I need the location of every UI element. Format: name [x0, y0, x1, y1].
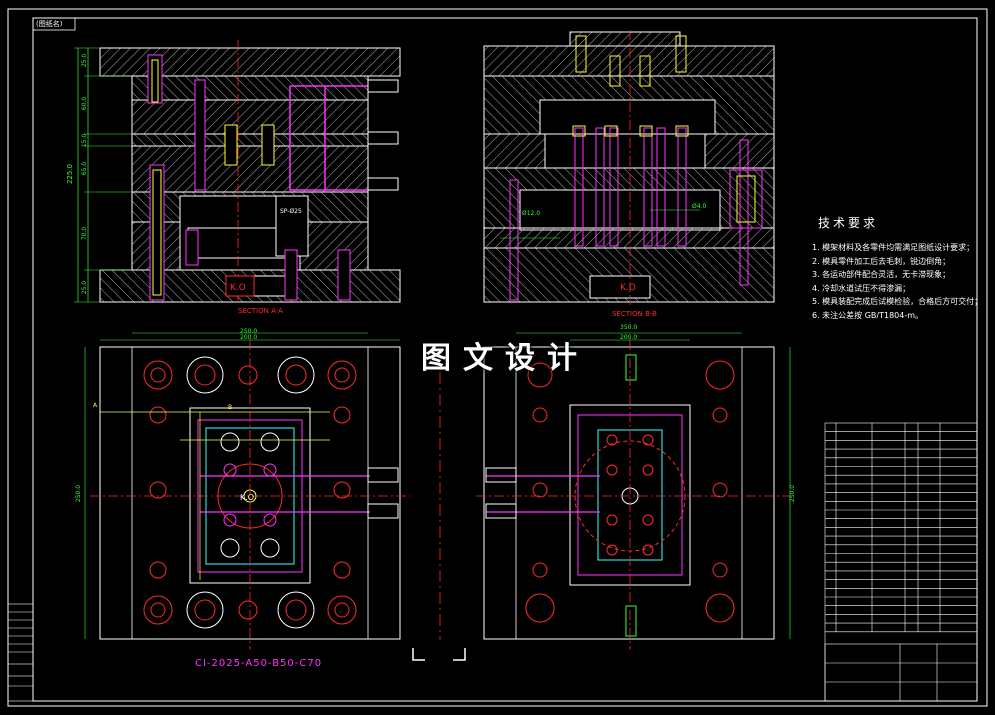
notes-line: 1. 模架材料及各零件均需满足图纸设计要求；: [812, 243, 975, 252]
dim-plan-w4: 200.0: [620, 334, 638, 341]
notes-title: 技术要求: [818, 216, 879, 230]
dim-a5: 70.0: [81, 226, 89, 241]
view-marker-left: [412, 648, 425, 661]
dim-plan-w2: 200.0: [240, 334, 258, 341]
dim-a2: 60.0: [81, 96, 89, 111]
sheet-border: [7, 8, 988, 707]
ko-label-a: K.O: [230, 283, 246, 293]
dim-a3: 15.0: [81, 133, 89, 148]
watermark-text: 图文设计: [421, 341, 589, 376]
dim-a1: 25.0: [81, 53, 89, 68]
notes-line: 5. 模具装配完成后试模检验，合格后方可交付；: [812, 297, 983, 306]
plan-view-left: [84, 332, 410, 650]
axis-a-label: A: [93, 402, 98, 409]
section-b-view: [483, 30, 775, 305]
bill-of-materials-table: [824, 422, 978, 702]
phi-label-2: Ø4.0: [692, 203, 707, 210]
ko-label-b: K.O: [620, 283, 636, 293]
revision-block: [7, 603, 34, 702]
part-code-label: CI-2025-A50-B50-C70: [195, 658, 323, 669]
dim-a6: 25.0: [81, 280, 89, 295]
technical-requirements: 技术要求 1. 模架材料及各零件均需满足图纸设计要求； 2. 模具零件加工后去毛…: [812, 214, 984, 322]
axis-b-label: B: [228, 404, 233, 411]
notes-line: 3. 各运动部件配合灵活，无卡滞现象；: [812, 270, 951, 279]
section-a-title: SECTION A-A: [238, 307, 283, 315]
dim-plan-h: 250.0: [75, 484, 83, 503]
sheet-inner-border: [32, 17, 978, 702]
dim-plan-w3: 350.0: [620, 324, 638, 331]
dim-left-total: 225.0: [66, 163, 75, 185]
view-marker-right: [453, 648, 466, 661]
phi-label-1: Ø12.0: [522, 210, 541, 217]
notes-line: 2. 模具零件加工后去毛刺，锐边倒角；: [812, 256, 951, 266]
sp-tag-label: SP-Ø25: [280, 208, 302, 215]
notes-line: 4. 冷却水道试压不得渗漏；: [812, 283, 911, 293]
notes-line: 6. 未注公差按 GB/T1804-m。: [812, 310, 924, 320]
top-tag-box: [32, 17, 76, 31]
dim-plan-w1: 250.0: [240, 328, 258, 335]
plan-view-right: [476, 332, 791, 650]
dim-plan-h2: 250.0: [789, 484, 797, 503]
dim-a4: 65.0: [81, 161, 89, 176]
section-b-title: SECTION B-B: [612, 310, 657, 318]
ko-label-plan: K.O: [240, 493, 255, 502]
top-tag-label: (图纸名): [36, 20, 63, 28]
section-a-view: [74, 40, 401, 305]
